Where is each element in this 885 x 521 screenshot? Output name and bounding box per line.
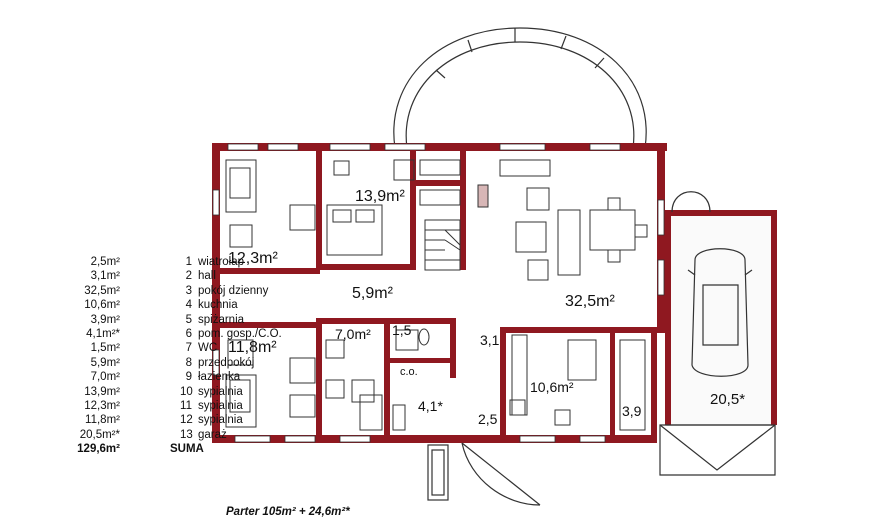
bay-window-arc	[393, 27, 647, 149]
windows	[212, 143, 665, 443]
room-label-10: 13,9m²	[355, 188, 405, 205]
room-label-1: 2,5	[478, 411, 498, 427]
garage	[659, 191, 777, 476]
exterior-walls	[212, 143, 667, 443]
room-label-9: 7,0m²	[335, 326, 371, 342]
stairs	[424, 219, 461, 271]
room-label-12: 11,8m²	[228, 339, 277, 356]
entrance	[427, 442, 541, 506]
room-label-co: c.o.	[400, 366, 418, 378]
room-label-8: 5,9m²	[352, 285, 394, 302]
room-label-11: 12,3m²	[228, 250, 278, 267]
room-label-6: 4,1*	[418, 398, 443, 414]
room-label-7: 1,5	[392, 322, 412, 338]
furniture	[225, 159, 648, 431]
room-label-2: 3,1	[480, 332, 500, 348]
room-labels: 13,9m² 12,3m² 5,9m² 32,5m² 11,8m² 7,0m² …	[228, 188, 745, 427]
floor-caption: Parter 105m² + 24,6m²*	[226, 506, 350, 518]
room-label-4: 10,6m²	[530, 379, 574, 395]
room-label-13: 20,5*	[710, 391, 745, 408]
interior-walls	[220, 150, 615, 440]
room-label-3: 32,5m²	[565, 293, 615, 310]
room-label-5: 3,9	[622, 403, 642, 419]
